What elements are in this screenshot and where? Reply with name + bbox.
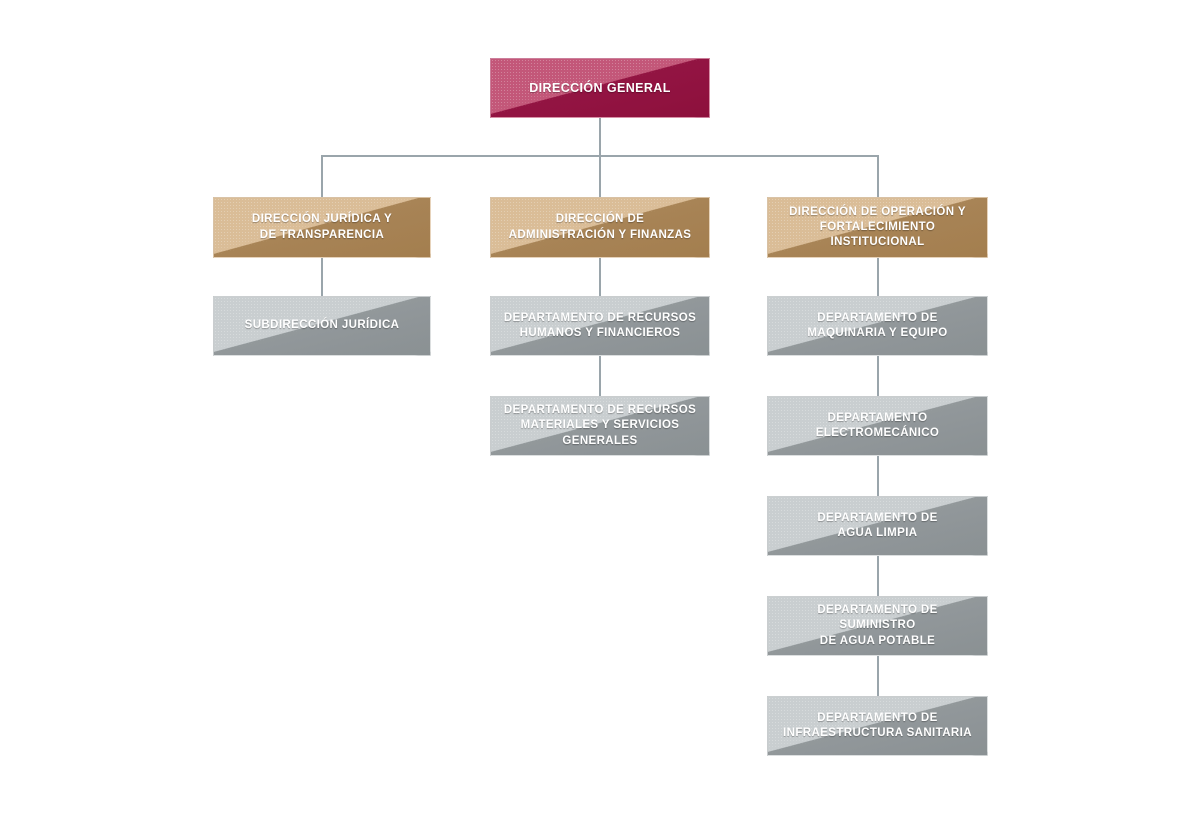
node-direccion-administracion-finanzas[interactable]: DIRECCIÓN DE ADMINISTRACIÓN Y FINANZAS — [490, 197, 710, 258]
node-depto-agua-limpia[interactable]: DEPARTAMENTO DE AGUA LIMPIA — [767, 496, 988, 556]
connector-operacion-chain-3 — [877, 456, 879, 496]
node-label: DEPARTAMENTO DE SUMINISTRO DE AGUA POTAB… — [817, 604, 938, 647]
node-depto-suministro-agua-potable[interactable]: DEPARTAMENTO DE SUMINISTRO DE AGUA POTAB… — [767, 596, 988, 656]
connector-drop-operacion — [877, 155, 879, 197]
node-label: DEPARTAMENTO ELECTROMECÁNICO — [815, 411, 940, 439]
node-direccion-operacion-fortalecimiento[interactable]: DIRECCIÓN DE OPERACIÓN Y FORTALECIMIENTO… — [767, 197, 988, 258]
connector-juridica-chain-1 — [321, 258, 323, 296]
connector-administracion-chain-2 — [599, 356, 601, 396]
node-depto-infraestructura-sanitaria[interactable]: DEPARTAMENTO DE INFRAESTRUCTURA SANITARI… — [767, 696, 988, 756]
connector-operacion-chain-1 — [877, 258, 879, 296]
node-label: DIRECCIÓN DE ADMINISTRACIÓN Y FINANZAS — [508, 213, 692, 241]
node-label: DEPARTAMENTO DE RECURSOS HUMANOS Y FINAN… — [503, 311, 697, 339]
node-depto-maquinaria-equipo[interactable]: DEPARTAMENTO DE MAQUINARIA Y EQUIPO — [767, 296, 988, 356]
node-label: DEPARTAMENTO DE INFRAESTRUCTURA SANITARI… — [783, 711, 972, 739]
node-depto-recursos-humanos-financieros[interactable]: DEPARTAMENTO DE RECURSOS HUMANOS Y FINAN… — [490, 296, 710, 356]
node-depto-electromecanico[interactable]: DEPARTAMENTO ELECTROMECÁNICO — [767, 396, 988, 456]
connector-administracion-chain-1 — [599, 258, 601, 296]
node-label: DEPARTAMENTO DE MAQUINARIA Y EQUIPO — [807, 311, 948, 339]
connector-operacion-chain-4 — [877, 556, 879, 596]
connector-operacion-chain-5 — [877, 656, 879, 696]
node-label: DEPARTAMENTO DE AGUA LIMPIA — [817, 511, 938, 539]
connector-drop-administracion — [599, 155, 601, 197]
node-label: DIRECCIÓN DE OPERACIÓN Y FORTALECIMIENTO… — [789, 205, 966, 249]
connector-root-stem — [599, 118, 601, 156]
node-label: DIRECCIÓN JURÍDICA Y DE TRANSPARENCIA — [251, 213, 393, 241]
node-direccion-juridica-transparencia[interactable]: DIRECCIÓN JURÍDICA Y DE TRANSPARENCIA — [213, 197, 431, 258]
connector-drop-juridica — [321, 155, 323, 197]
connector-operacion-chain-2 — [877, 356, 879, 396]
node-depto-recursos-materiales-servicios[interactable]: DEPARTAMENTO DE RECURSOS MATERIALES Y SE… — [490, 396, 710, 456]
node-label: SUBDIRECCIÓN JURÍDICA — [244, 319, 400, 332]
node-label: DEPARTAMENTO DE RECURSOS MATERIALES Y SE… — [503, 404, 697, 447]
node-label: DIRECCIÓN GENERAL — [529, 80, 671, 95]
node-subdireccion-juridica[interactable]: SUBDIRECCIÓN JURÍDICA — [213, 296, 431, 356]
node-direccion-general[interactable]: DIRECCIÓN GENERAL — [490, 58, 710, 118]
